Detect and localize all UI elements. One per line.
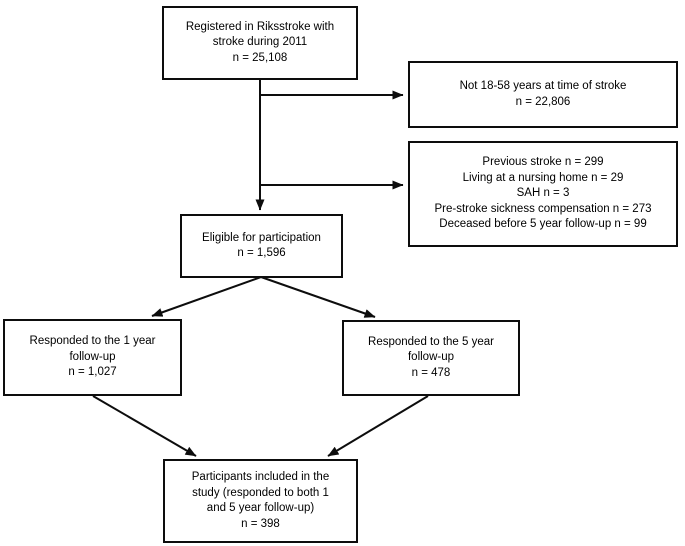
flow-box-text-line: follow-up (69, 350, 116, 363)
flow-box-text-line: Deceased before 5 year follow-up n = 99 (439, 218, 647, 231)
flow-box-count: n = 1,596 (237, 247, 286, 259)
flow-box-count: n = 1,027 (68, 366, 117, 379)
flow-box-text-line: Previous stroke n = 299 (482, 156, 604, 169)
flow-box-age-exclusion: Not 18-58 years at time of stroke n = 22… (408, 61, 678, 128)
flow-box-included: Participants included in the study (resp… (163, 459, 358, 543)
arrow-five-year-to-included (327, 395, 429, 457)
flow-box-text-line: Responded to the 5 year (368, 335, 494, 348)
flow-box-eligible: Eligible for participation n = 1,596 (180, 214, 343, 278)
flow-box-text-line: and 5 year follow-up) (206, 502, 315, 514)
flow-box-text-line: study (responded to both 1 (192, 486, 329, 499)
flow-box-text-line: Not 18-58 years at time of stroke (459, 80, 627, 92)
flow-box-registered: Registered in Riksstroke with stroke dur… (162, 6, 358, 80)
flow-box-text-line: Responded to the 1 year (29, 335, 156, 348)
flow-box-text-line: Eligible for participation (202, 231, 321, 244)
arrow-one-year-to-included (92, 395, 197, 457)
flow-box-other-exclusions: Previous stroke n = 299 Living at a nurs… (408, 141, 678, 247)
flow-box-five-year-followup: Responded to the 5 year follow-up n = 47… (342, 320, 520, 396)
flow-box-text-line: Pre-stroke sickness compensation n = 273 (434, 202, 652, 215)
flow-box-text-line: Participants included in the (191, 471, 330, 483)
arrow-eligible-to-five-year (260, 276, 376, 318)
arrow-eligible-to-one-year (151, 276, 262, 317)
flow-box-count: n = 478 (411, 366, 451, 379)
flow-box-count: n = 25,108 (232, 51, 288, 64)
flow-box-count: n = 398 (241, 517, 280, 530)
flow-box-one-year-followup: Responded to the 1 year follow-up n = 1,… (3, 319, 182, 396)
flow-box-text-line: follow-up (407, 351, 455, 364)
flow-box-count: n = 22,806 (515, 95, 571, 108)
flow-box-text-line: SAH n = 3 (516, 187, 570, 200)
flow-box-text-line: Registered in Riksstroke with (185, 20, 335, 33)
flow-box-text-line: stroke during 2011 (212, 36, 308, 49)
flow-box-text-line: Living at a nursing home n = 29 (462, 171, 624, 184)
